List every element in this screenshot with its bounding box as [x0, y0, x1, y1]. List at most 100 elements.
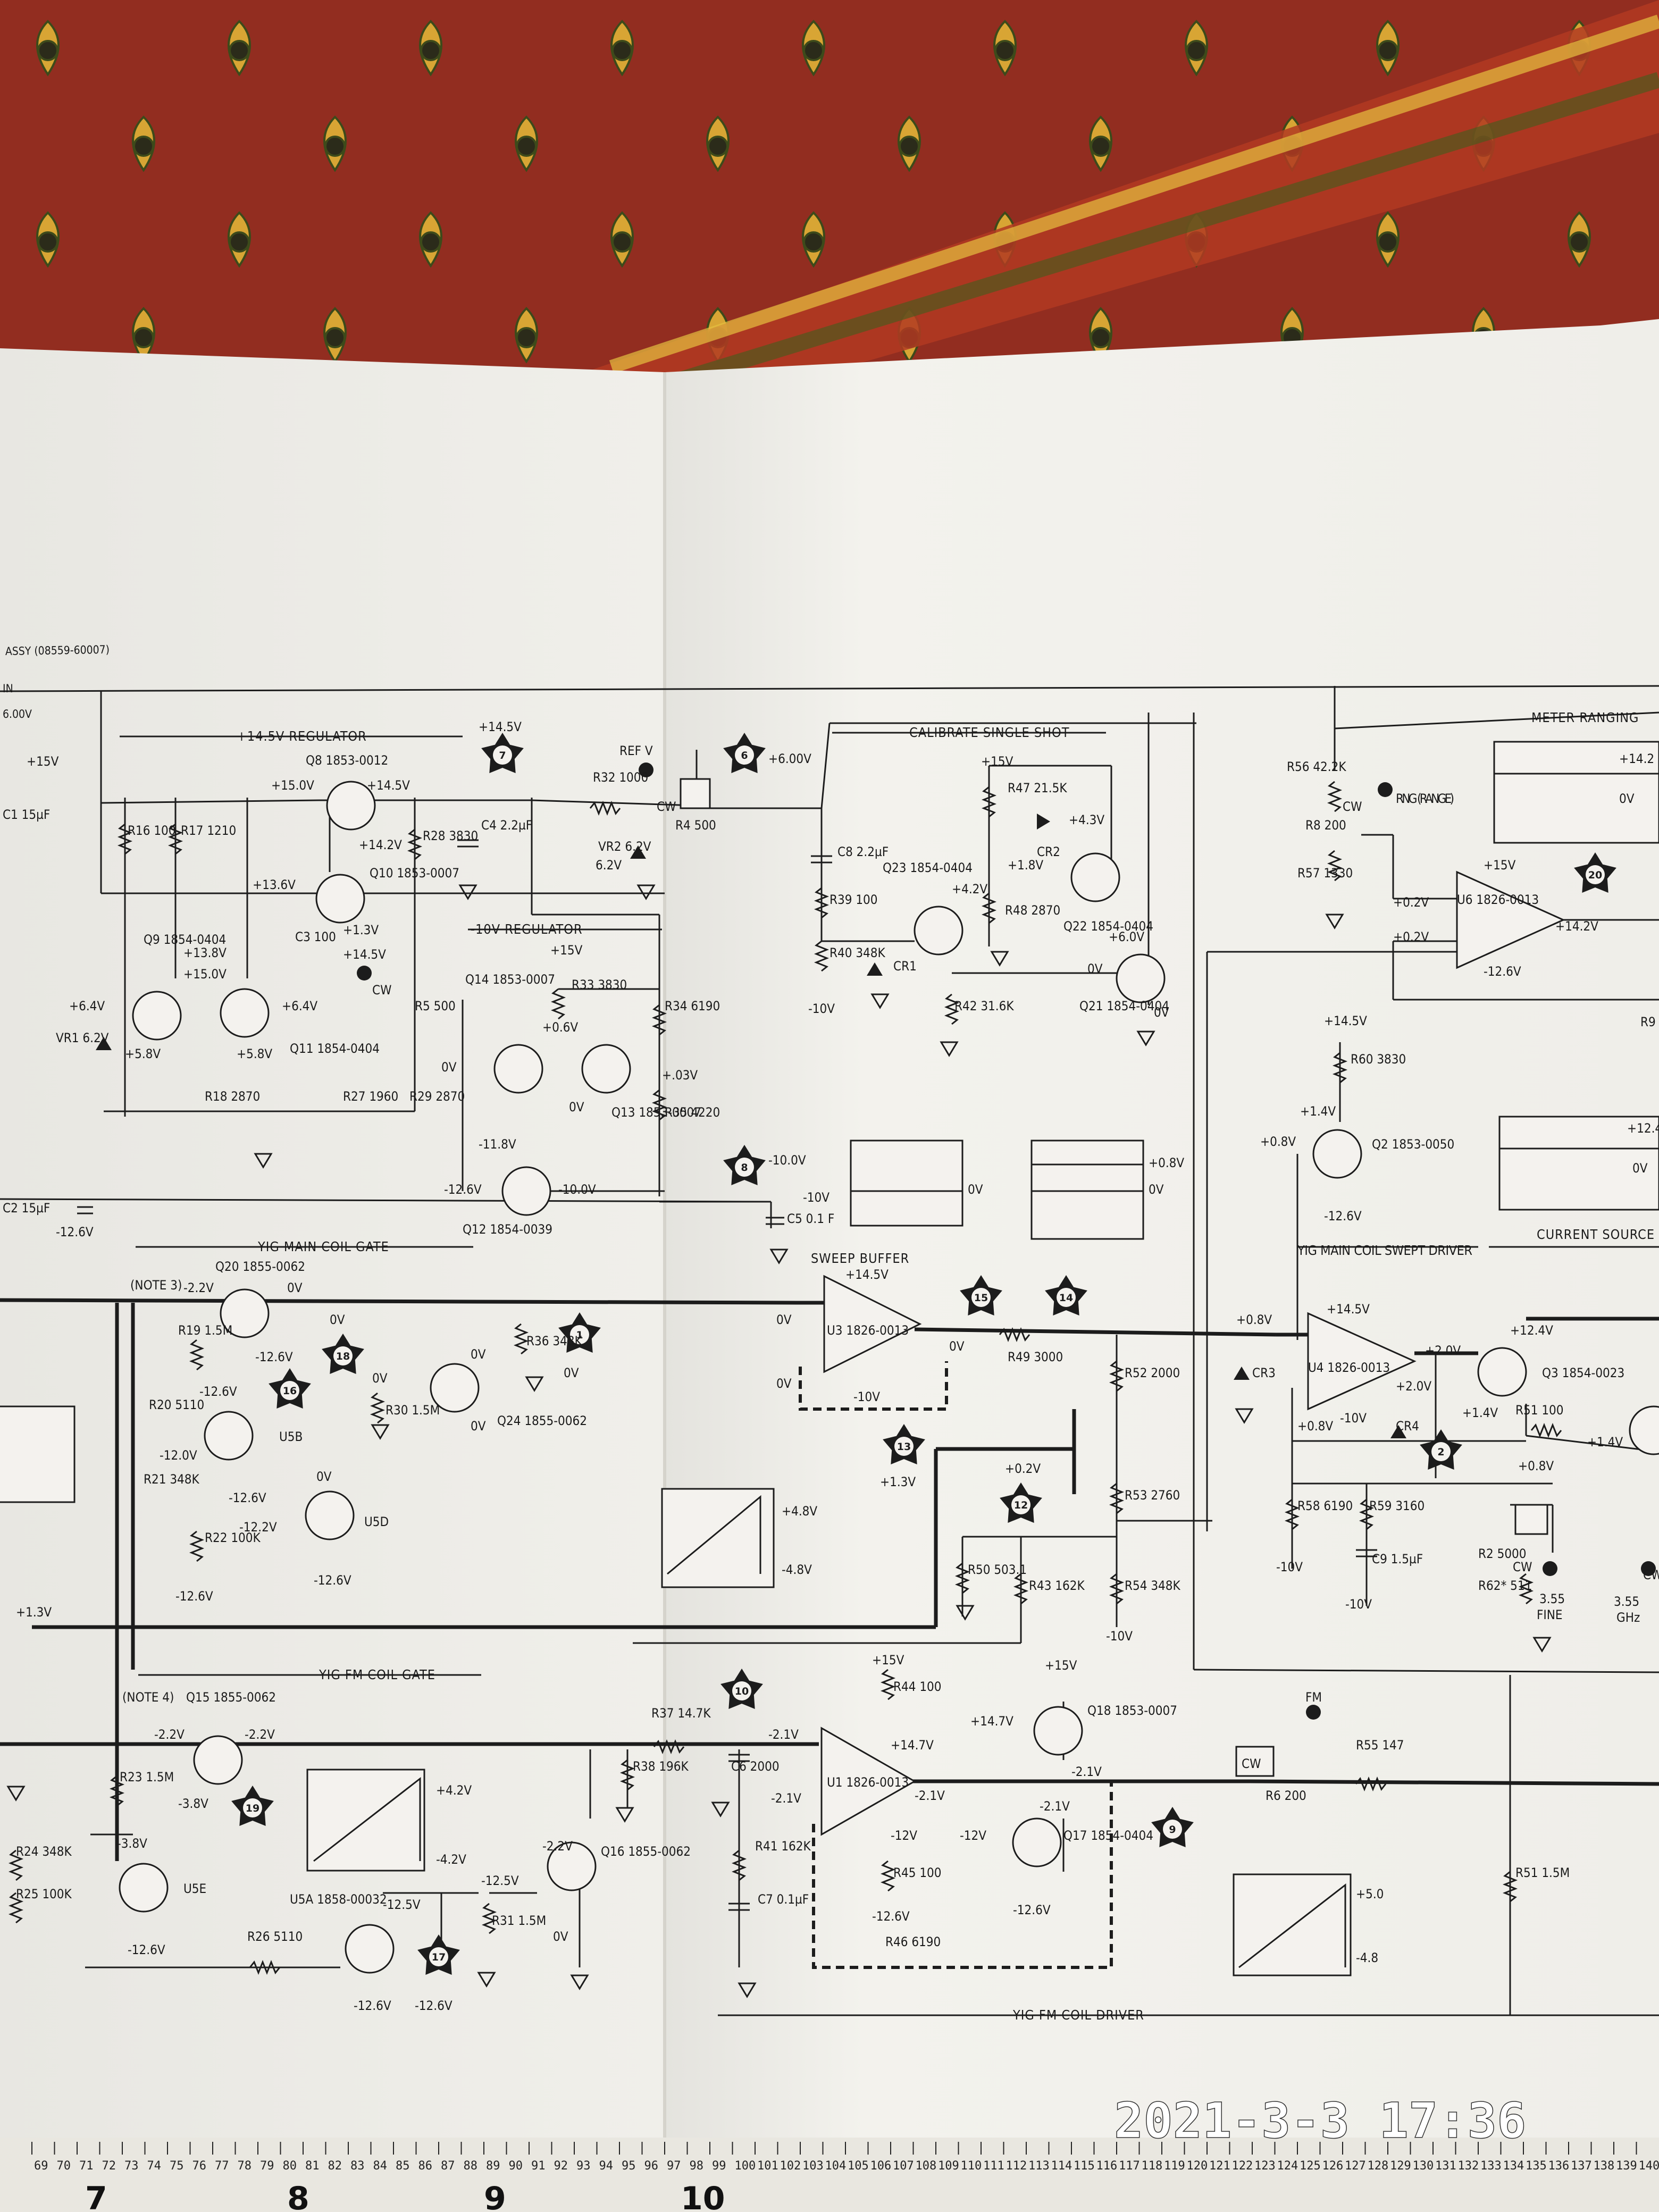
schematic-paper-left [0, 348, 665, 2212]
capacitors [77, 839, 1377, 1911]
v-m10v-c5: -10V [803, 1190, 830, 1205]
u5b-label: U5B [279, 1429, 303, 1444]
v-ref: REF V [619, 743, 653, 758]
ruler-number: 84 [373, 2159, 388, 2173]
ruler-number: 95 [622, 2159, 636, 2173]
ruler-number: 124 [1277, 2159, 1298, 2173]
q18-label: Q18 1853-0007 [1087, 1703, 1177, 1718]
transistor-u5e [119, 1863, 169, 1913]
r47-label: R47 21.5K [1008, 781, 1067, 795]
r51-label: R51 100 [1515, 1403, 1564, 1418]
v-fm: FM [1305, 1690, 1322, 1705]
r60-label: R60 3830 [1351, 1052, 1406, 1067]
u5e-label: U5E [183, 1881, 206, 1896]
ruler-number: 85 [396, 2159, 410, 2173]
v-0v-q24c: 0V [471, 1419, 486, 1434]
r24-label: R24 348K [16, 1844, 72, 1859]
u4-label: U4 1826-0013 [1308, 1360, 1390, 1375]
ruler-number: 102 [780, 2159, 801, 2173]
q10-label: Q10 1853-0007 [370, 866, 459, 881]
u5d-label: U5D [364, 1514, 389, 1529]
ruler-number: 92 [554, 2159, 568, 2173]
v-p42v3: +4.2V [436, 1783, 472, 1798]
v-0v-q24: 0V [372, 1371, 388, 1386]
v-p58v: +5.8V [125, 1046, 161, 1061]
test-point-18: 18 [322, 1334, 364, 1374]
transistor-q16 [547, 1841, 597, 1891]
q14-label: Q14 1853-0007 [465, 972, 555, 987]
ruler-number: 94 [599, 2159, 614, 2173]
r52-label: R52 2000 [1125, 1365, 1180, 1380]
v-cw-r2: CW [1513, 1560, 1532, 1574]
waveform-box-tp9 [1233, 1873, 1352, 1976]
q2-label: Q2 1853-0050 [1372, 1137, 1454, 1152]
v-m21v-u1: -2.1V [915, 1788, 945, 1803]
transistor-q10 [315, 874, 365, 924]
v-0v-q21: 0V [1087, 961, 1103, 976]
c4-label: C4 2.2µF [481, 818, 532, 833]
v-p20v: +2.0V [1425, 1343, 1461, 1358]
test-point-label: 20 [1588, 869, 1602, 881]
test-point-label: 10 [735, 1686, 749, 1697]
r56-label: R56 42.2K [1287, 759, 1346, 774]
v-p06v: +0.6V [542, 1020, 578, 1035]
cr1-label: CR1 [893, 959, 917, 974]
r6-label: R6 200 [1266, 1788, 1306, 1803]
v-m126v-u5a: -12.6V [354, 1998, 391, 2013]
v-v0-meter: 0V [1619, 791, 1635, 806]
ruler-number: 118 [1142, 2159, 1163, 2173]
v-f355: 3.55 [1539, 1591, 1565, 1606]
test-point-15: 15 [960, 1275, 1002, 1316]
v-v0-meter2: 0V [1632, 1161, 1648, 1176]
q16-label: Q16 1855-0062 [601, 1844, 691, 1859]
test-point-19: 19 [231, 1786, 274, 1826]
r4-label: R4 500 [675, 818, 716, 833]
ruler-number: 110 [961, 2159, 982, 2173]
ruler-number: 107 [893, 2159, 914, 2173]
r36-label: R36 348K [526, 1334, 583, 1348]
ruler-number: 114 [1051, 2159, 1073, 2173]
title-yig-main-gate: YIG MAIN COIL GATE [257, 1239, 389, 1254]
v-p02v-tp12: +0.2V [1005, 1461, 1041, 1476]
r50-label: R50 503.1 [968, 1562, 1027, 1577]
ruler-number: 76 [192, 2159, 207, 2173]
ruler-number: 101 [757, 2159, 778, 2173]
test-point-13: 13 [883, 1424, 925, 1464]
r55-label: R55 147 [1356, 1738, 1404, 1753]
test-point-9: 9 [1151, 1807, 1194, 1847]
ruler-number: 87 [441, 2159, 455, 2173]
v-m10v-r58: -10V [1276, 1560, 1303, 1574]
r21-label: R21 348K [144, 1472, 200, 1487]
u5a-label: U5A 1858-00032 [290, 1892, 387, 1907]
components [0, 741, 1659, 1998]
v-m125v-b: -12.5V [481, 1873, 519, 1888]
v-0v-u3c: 0V [949, 1339, 965, 1354]
v-m126e: -12.6V [128, 1942, 165, 1957]
v-p15v-q18: +15V [1045, 1658, 1077, 1673]
v-m38v: -3.8V [178, 1796, 208, 1811]
v-p138v: +13.8V [183, 945, 227, 960]
v-cw-r2b: CW [1643, 1568, 1659, 1582]
v-m126v-q2: -12.6V [1324, 1209, 1362, 1224]
v-f355b: 3.55 [1614, 1594, 1639, 1609]
v-p147v-b: +14.7V [970, 1714, 1013, 1729]
test-point-label: 6 [741, 750, 748, 761]
transistor-q14 [493, 1044, 543, 1094]
r28-label: R28 3830 [423, 828, 478, 843]
v-m21v: -2.1V [768, 1727, 799, 1742]
q21-label: Q21 1854-0404 [1079, 999, 1169, 1013]
v-0v-q13: 0V [569, 1100, 584, 1115]
transistor-u5d [305, 1490, 355, 1540]
cr4-label: CR4 [1396, 1419, 1419, 1434]
v-p02v-b: +0.2V [1393, 929, 1429, 944]
test-point-label: 12 [1014, 1499, 1028, 1511]
ruler-number: 69 [34, 2159, 48, 2173]
r38-label: R38 196K [633, 1759, 689, 1774]
transistor-u5b [204, 1411, 254, 1461]
r17-label: R17 1210 [181, 823, 236, 838]
v-m100v: -10.0V [558, 1182, 596, 1197]
ruler-number: 106 [870, 2159, 892, 2173]
ruler-number: 96 [644, 2159, 659, 2173]
v-v12_4: +12.4 [1627, 1121, 1659, 1136]
